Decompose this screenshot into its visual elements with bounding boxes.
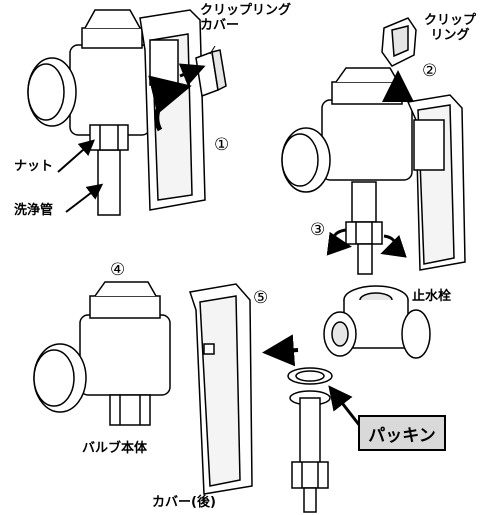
step-1-number: ① xyxy=(214,135,230,155)
clip-ring-cover-part xyxy=(195,49,227,98)
step-3-number: ③ xyxy=(310,220,326,240)
valve-assembly-step1 xyxy=(27,9,206,216)
label-shutoff-valve: 止水栓 xyxy=(412,289,452,304)
step-5-number: ⑤ xyxy=(253,288,269,308)
valve-assembly-step2 xyxy=(281,67,466,275)
valve-body-step4 xyxy=(33,281,171,426)
shutoff-valve-part xyxy=(323,285,431,359)
flush-pipe-leader xyxy=(65,183,104,213)
packing-pointer-arrow xyxy=(328,385,362,427)
clip-ring-part xyxy=(381,17,417,67)
pull-arrow-1 xyxy=(178,63,206,86)
rotate-arrow-3-right xyxy=(380,234,407,258)
rear-cover-part xyxy=(189,283,253,495)
left-arrow-5 xyxy=(262,334,299,367)
label-cover-rear: カバー(後) xyxy=(152,495,216,510)
label-clip-ring: クリップ リング xyxy=(424,13,477,43)
rotate-arrow-1 xyxy=(148,75,192,132)
step-4-number: ④ xyxy=(110,260,126,280)
rotate-arrow-3-left xyxy=(326,228,352,256)
packing-and-pipe xyxy=(287,367,333,513)
label-clip-ring-cover: クリップリング カバー xyxy=(200,3,292,33)
step-2-number: ② xyxy=(422,61,438,81)
label-flush-pipe: 洗浄管 xyxy=(14,203,54,218)
cover-label-leader xyxy=(209,45,216,55)
label-valve-body: バルブ本体 xyxy=(82,441,148,456)
label-nut: ナット xyxy=(14,159,54,174)
label-packing-box: パッキン xyxy=(358,415,446,451)
nut-leader xyxy=(57,139,95,173)
